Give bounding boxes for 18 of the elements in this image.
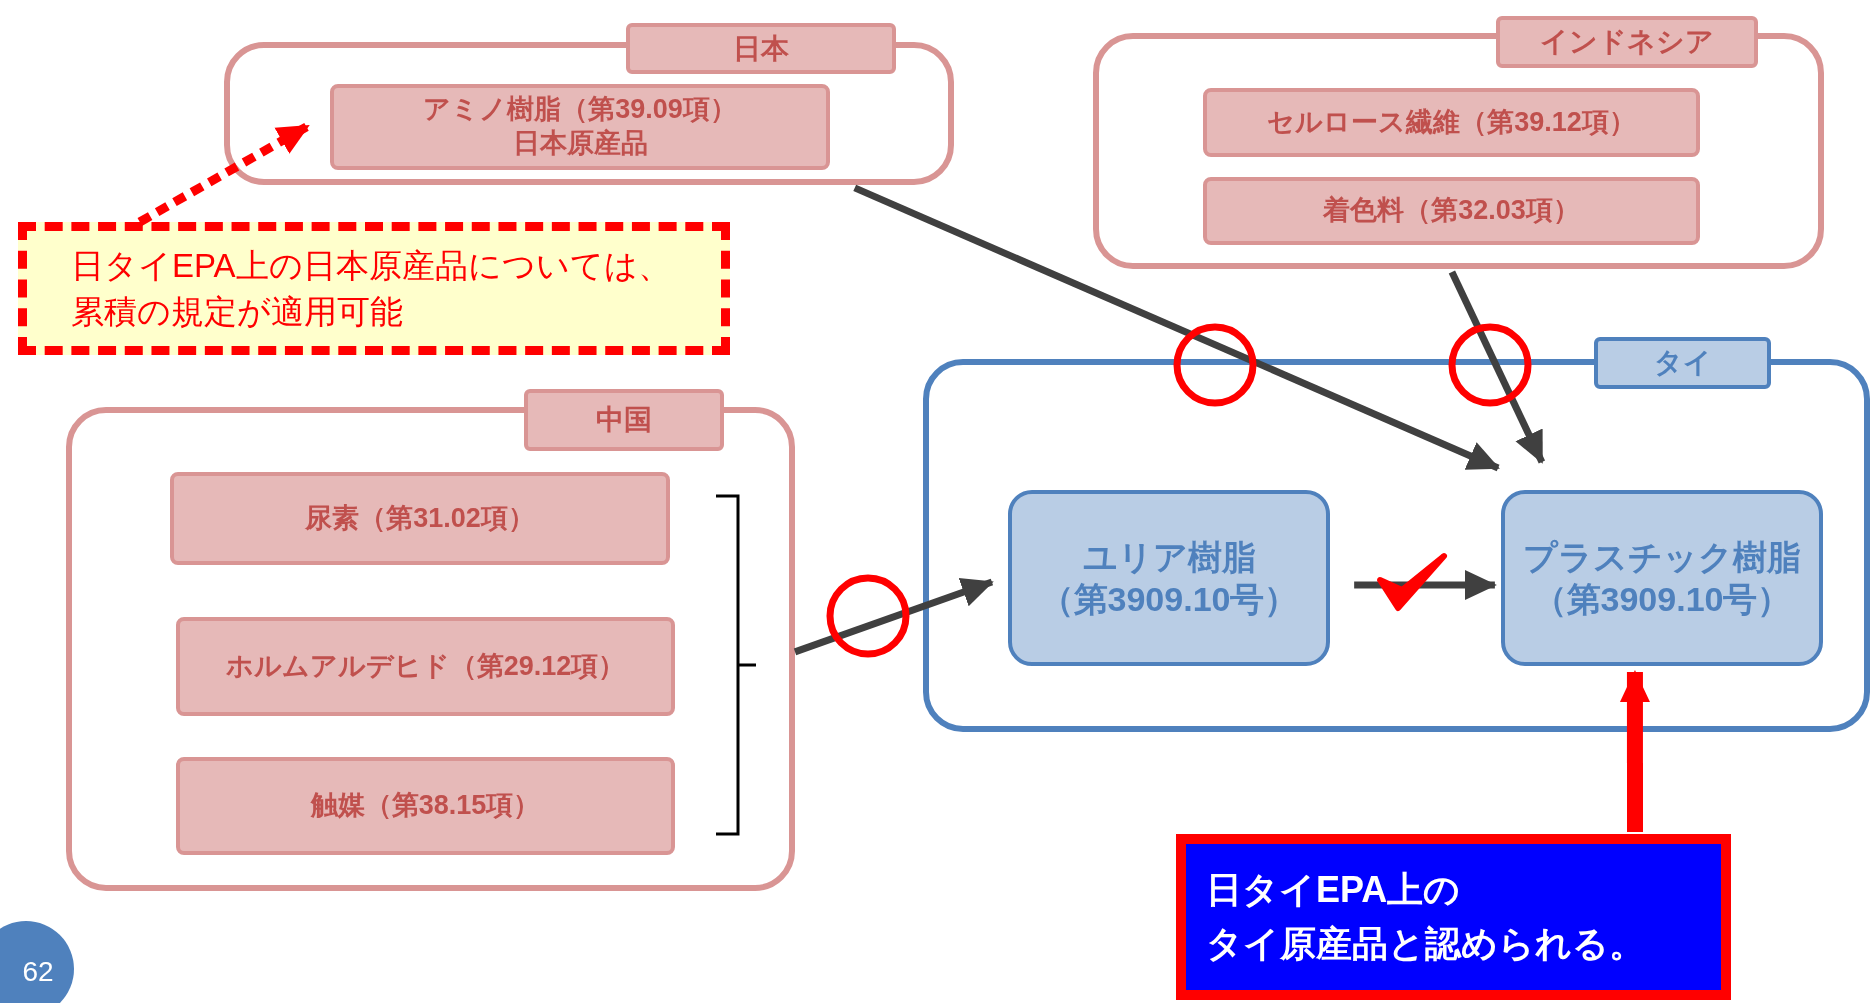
region-tab: 中国 (524, 389, 724, 451)
region-tab: タイ (1594, 337, 1771, 389)
arrow (1354, 570, 1497, 601)
region-tab: 日本 (626, 23, 896, 74)
conclusion-box: 日タイEPA上の タイ原産品と認められる。 (1176, 834, 1731, 1000)
item-box: ホルムアルデヒド（第29.12項） (176, 617, 675, 716)
item-box: 触媒（第38.15項） (176, 757, 675, 855)
arrow (1619, 670, 1650, 833)
item-box: 着色料（第32.03項） (1203, 177, 1700, 245)
item-box: セルロース繊維（第39.12項） (1203, 88, 1700, 157)
item-box: プラスチック樹脂 （第3909.10号） (1501, 490, 1823, 666)
region-tab: インドネシア (1496, 16, 1758, 68)
item-box: ユリア樹脂 （第3909.10号） (1008, 490, 1330, 666)
item-box: 尿素（第31.02項） (170, 472, 670, 565)
dashed-arrow (137, 122, 311, 226)
note-callout: 日タイEPA上の日本原産品については、累積の規定が適用可能 (18, 222, 730, 355)
page-number: 62 (0, 921, 74, 1003)
item-box: アミノ樹脂（第39.09項） 日本原産品 (330, 84, 830, 170)
